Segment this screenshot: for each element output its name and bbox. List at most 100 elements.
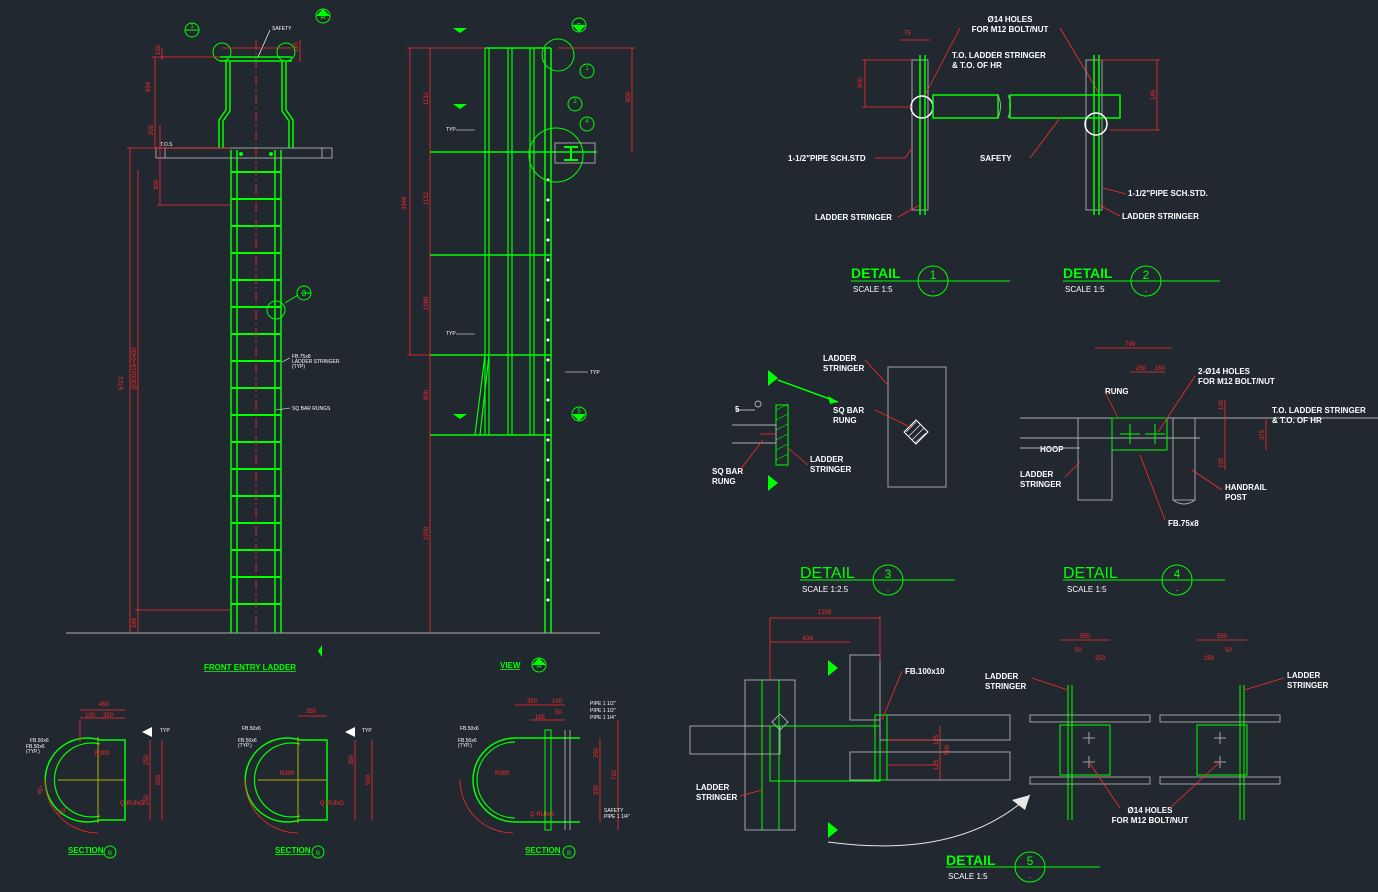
- svg-text:-: -: [887, 588, 889, 594]
- svg-text:T.O. LADDER STRINGER& T.O. OF: T.O. LADDER STRINGER& T.O. OF HR: [952, 51, 1046, 70]
- svg-text:T.O. LADDER STRINGER& T.O. OF: T.O. LADDER STRINGER& T.O. OF HR: [1272, 406, 1366, 425]
- front-entry-ladder-title: FRONT ENTRY LADDER: [204, 663, 296, 672]
- svg-text:350: 350: [527, 699, 538, 705]
- svg-text:FB.50x6(TYP.): FB.50x6(TYP.): [238, 738, 257, 749]
- view-rung-marks: [546, 178, 550, 602]
- svg-text:TYP: TYP: [590, 370, 600, 376]
- svg-text:2200: 2200: [424, 526, 430, 540]
- svg-text:1: 1: [190, 24, 194, 30]
- svg-text:500: 500: [945, 744, 951, 755]
- detail-2: 145 T.O. LADDER STRINGER& T.O. OF HR SAF…: [952, 51, 1220, 297]
- tos-label: T.O.S: [160, 142, 173, 148]
- sq-bar-rungs-label: SQ BAR RUNGS: [292, 406, 331, 412]
- svg-text:125: 125: [934, 734, 940, 745]
- svg-text:SCALE 1:5: SCALE 1:5: [853, 285, 893, 294]
- svg-text:SECTION: SECTION: [525, 846, 561, 855]
- svg-text:1: 1: [930, 268, 937, 282]
- svg-text:-: -: [1029, 875, 1031, 881]
- svg-text:A: A: [321, 14, 326, 21]
- svg-text:250: 250: [144, 794, 150, 805]
- rung-mark: [546, 578, 550, 582]
- svg-text:R300: R300: [280, 771, 295, 777]
- view-title: VIEW: [500, 661, 521, 670]
- svg-text:50: 50: [1075, 648, 1082, 654]
- svg-text:60°: 60°: [58, 807, 69, 817]
- svg-text:250: 250: [594, 747, 600, 758]
- platform-beam: [155, 147, 333, 159]
- svg-text:1-1/2"PIPE SCH.STD: 1-1/2"PIPE SCH.STD: [788, 154, 866, 163]
- gooseneck-left: [218, 62, 227, 148]
- svg-text:-: -: [932, 289, 934, 295]
- svg-text:PIPE 1 1/2": PIPE 1 1/2": [590, 708, 616, 714]
- svg-text:Q RUNG: Q RUNG: [120, 801, 144, 807]
- svg-text:1132: 1132: [424, 191, 430, 205]
- safety-label: SAFETY: [272, 26, 292, 32]
- svg-text:350: 350: [349, 754, 355, 765]
- svg-text:4: 4: [585, 119, 589, 125]
- svg-text:RUNG: RUNG: [1105, 387, 1129, 396]
- svg-text:B: B: [316, 851, 320, 857]
- svg-text:TYP: TYP: [446, 127, 456, 133]
- rung-mark: [546, 398, 550, 402]
- rung-mark: [546, 218, 550, 222]
- svg-text:A: A: [537, 663, 542, 670]
- svg-text:5: 5: [1027, 854, 1034, 868]
- rung-mark: [546, 438, 550, 442]
- rung-mark: [546, 278, 550, 282]
- svg-text:Q RUNG: Q RUNG: [320, 801, 344, 807]
- svg-text:50: 50: [1225, 648, 1232, 654]
- section-a-fb-typ: FB.50x6(TYP.): [26, 744, 45, 755]
- svg-text:125: 125: [934, 759, 940, 770]
- rung-mark: [546, 238, 550, 242]
- rung-mark: [546, 378, 550, 382]
- svg-text:R300: R300: [495, 771, 510, 777]
- svg-text:DETAIL: DETAIL: [1063, 565, 1118, 582]
- rung-mark: [546, 258, 550, 262]
- svg-text:250: 250: [594, 784, 600, 795]
- rung-mark: [546, 558, 550, 562]
- svg-text:824: 824: [146, 81, 152, 92]
- svg-text:100: 100: [1219, 457, 1225, 468]
- svg-text:900: 900: [424, 389, 430, 400]
- svg-text:3346: 3346: [402, 196, 408, 210]
- svg-text:B: B: [108, 851, 112, 857]
- svg-text:450: 450: [99, 702, 110, 708]
- svg-text:600: 600: [626, 91, 632, 102]
- svg-text:DETAIL: DETAIL: [851, 265, 901, 281]
- svg-text:FB.50x6(TYP.): FB.50x6(TYP.): [458, 738, 477, 749]
- svg-text:FB.50x6: FB.50x6: [242, 726, 261, 732]
- svg-text:SECTION: SECTION: [275, 846, 311, 855]
- svg-text:634: 634: [803, 636, 814, 642]
- rung-mark: [546, 418, 550, 422]
- gooseneck-right: [285, 62, 294, 148]
- svg-text:1: 1: [585, 66, 589, 72]
- svg-text:SCALE 1:5: SCALE 1:5: [1067, 585, 1107, 594]
- section-c: 350 100 185 50 250 250 722 PIPE 1 1/2" P…: [458, 699, 630, 859]
- svg-text:50: 50: [555, 710, 562, 716]
- svg-text:DETAIL: DETAIL: [1063, 265, 1113, 281]
- rung-mark: [546, 598, 550, 602]
- svg-text:500: 500: [858, 77, 864, 88]
- rung-mark: [546, 338, 550, 342]
- rung-mark: [546, 198, 550, 202]
- svg-text:75: 75: [904, 31, 911, 37]
- svg-text:SCALE 1:5: SCALE 1:5: [948, 872, 988, 881]
- svg-text:R300: R300: [95, 751, 110, 757]
- rung-mark: [546, 298, 550, 302]
- svg-text:1-1/2"PIPE SCH.STD.: 1-1/2"PIPE SCH.STD.: [1128, 189, 1208, 198]
- svg-text:500: 500: [156, 774, 162, 785]
